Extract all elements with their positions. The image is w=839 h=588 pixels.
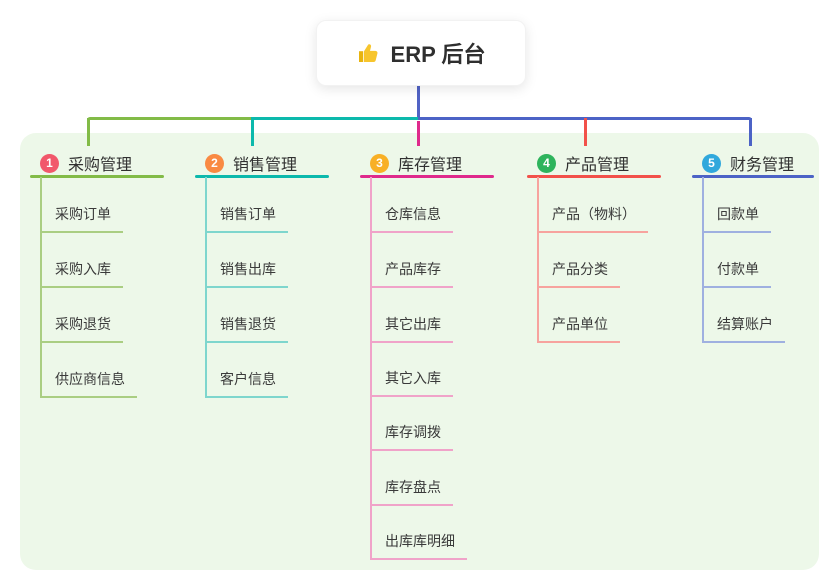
node-product-unit[interactable]: 产品单位 xyxy=(537,314,620,343)
branch-title: 产品管理 xyxy=(565,157,630,174)
node-supplier-info[interactable]: 供应商信息 xyxy=(40,369,137,398)
branch-underline xyxy=(195,175,329,178)
branch-child-connector xyxy=(702,177,704,343)
branch-number-badge: 2 xyxy=(205,153,224,173)
branch-header-finance[interactable]: 5 财务管理 xyxy=(702,151,794,175)
node-purchase-inbound[interactable]: 采购入库 xyxy=(40,259,123,288)
node-product-stock[interactable]: 产品库存 xyxy=(370,259,453,288)
drop-line-finance xyxy=(749,118,752,146)
branch-number-badge: 5 xyxy=(702,153,721,173)
root-node-erp[interactable]: ERP 后台 xyxy=(316,20,526,86)
node-stock-taking[interactable]: 库存盘点 xyxy=(370,477,453,506)
mindmap-panel xyxy=(20,133,819,570)
branch-header-purchase[interactable]: 1 采购管理 xyxy=(40,151,132,175)
node-other-inbound[interactable]: 其它入库 xyxy=(370,368,453,397)
drop-line-inventory xyxy=(417,121,420,146)
branch-child-connector xyxy=(370,177,372,560)
node-product-material[interactable]: 产品（物料） xyxy=(537,204,648,233)
branch-underline xyxy=(360,175,494,178)
branch-header-inventory[interactable]: 3 库存管理 xyxy=(370,151,462,175)
branch-child-connector xyxy=(537,177,539,343)
branch-title: 销售管理 xyxy=(233,157,298,174)
branch-header-sales[interactable]: 2 销售管理 xyxy=(205,151,297,175)
connector-green xyxy=(87,117,253,120)
node-outbound-details[interactable]: 出库库明细 xyxy=(370,531,467,560)
node-sales-outbound[interactable]: 销售出库 xyxy=(205,259,288,288)
branch-number-badge: 4 xyxy=(537,153,556,173)
node-settlement-account[interactable]: 结算账户 xyxy=(702,314,785,343)
branch-title: 财务管理 xyxy=(730,157,795,174)
connector-teal xyxy=(251,117,419,120)
root-stem-line xyxy=(417,84,420,119)
branch-number-badge: 3 xyxy=(370,153,389,173)
node-receipt-order[interactable]: 回款单 xyxy=(702,204,771,233)
node-warehouse-info[interactable]: 仓库信息 xyxy=(370,204,453,233)
branch-title: 采购管理 xyxy=(68,157,133,174)
thumbs-up-icon xyxy=(357,41,381,65)
branch-header-product[interactable]: 4 产品管理 xyxy=(537,151,629,175)
branch-underline xyxy=(30,175,164,178)
drop-line-purchase xyxy=(87,118,90,146)
branch-underline xyxy=(527,175,661,178)
node-stock-transfer[interactable]: 库存调拨 xyxy=(370,422,453,451)
node-sales-order[interactable]: 销售订单 xyxy=(205,204,288,233)
root-node-label: ERP 后台 xyxy=(390,42,486,67)
node-customer-info[interactable]: 客户信息 xyxy=(205,369,288,398)
drop-line-product xyxy=(584,118,587,146)
branch-number-badge: 1 xyxy=(40,153,59,173)
node-purchase-order[interactable]: 采购订单 xyxy=(40,204,123,233)
node-purchase-return[interactable]: 采购退货 xyxy=(40,314,123,343)
branch-title: 库存管理 xyxy=(398,157,463,174)
node-product-category[interactable]: 产品分类 xyxy=(537,259,620,288)
drop-line-sales xyxy=(251,118,254,146)
branch-underline xyxy=(692,175,814,178)
node-payment-order[interactable]: 付款单 xyxy=(702,259,771,288)
node-other-outbound[interactable]: 其它出库 xyxy=(370,314,453,343)
node-sales-return[interactable]: 销售退货 xyxy=(205,314,288,343)
